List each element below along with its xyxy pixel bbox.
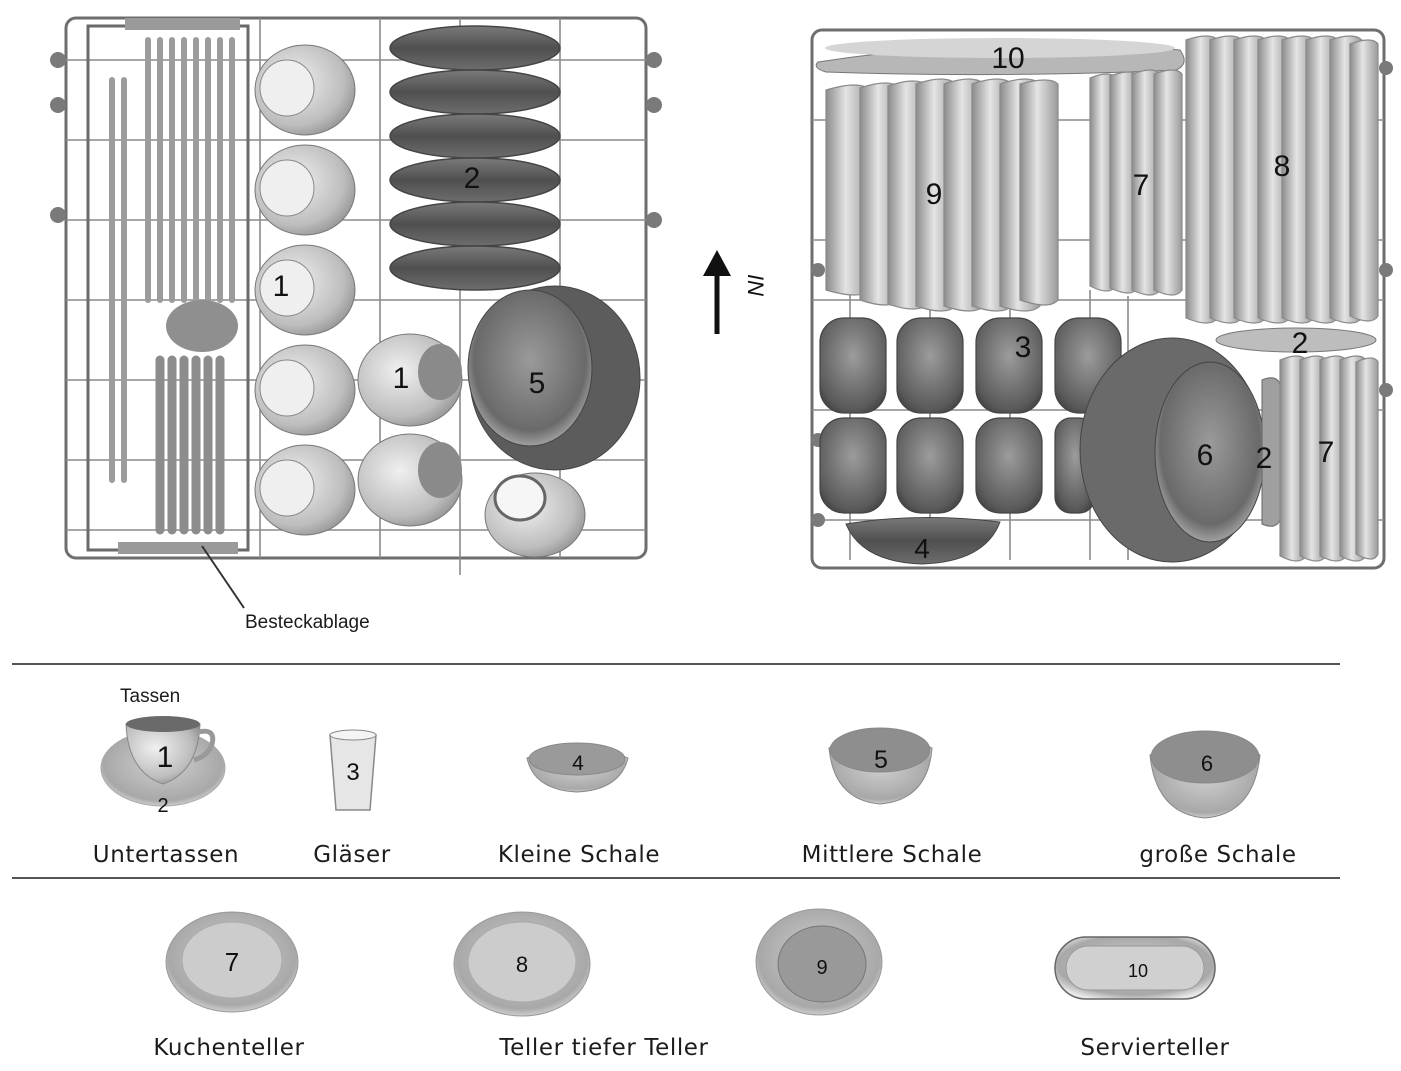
legend-number: 2	[157, 795, 168, 817]
divider-top	[12, 663, 1340, 665]
cup	[254, 344, 356, 436]
marker-small-bowl: 4	[914, 533, 930, 564]
cup	[357, 333, 463, 427]
legend-label-cups: Tassen	[120, 686, 181, 707]
legend-small-bowl	[526, 742, 629, 793]
legend-label-cake-plate: Kuchenteller	[153, 1035, 305, 1061]
legend-glass	[329, 729, 377, 811]
marker-cake-plate: 7	[1318, 436, 1335, 469]
legend-medium-bowl	[828, 727, 933, 805]
legend-label-glasses: Gläser	[313, 842, 391, 868]
marker-large-bowl: 6	[1197, 439, 1214, 472]
lower-rack-right: 10 9 7 8 3 2 6 2 7 4	[810, 28, 1393, 570]
marker-deep-plate: 9	[926, 178, 943, 211]
divider-middle	[12, 877, 1340, 879]
saucer	[1215, 327, 1377, 353]
legend-number: 9	[816, 957, 827, 979]
deep-plates	[825, 78, 1059, 312]
large-bowl	[1079, 337, 1266, 563]
legend-label-medium-bowl: Mittlere Schale	[801, 842, 983, 868]
cup	[357, 433, 463, 527]
medium-bowl	[467, 285, 641, 471]
marker-saucer: 2	[1256, 442, 1273, 475]
cups-column	[254, 44, 586, 558]
marker-medium-bowl: 5	[529, 367, 546, 400]
callout-line	[201, 545, 245, 609]
cup	[254, 444, 356, 536]
rack-frame	[810, 28, 1386, 570]
cake-plates-lower	[1279, 355, 1379, 562]
glasses-grid	[819, 317, 1122, 514]
serving-platter	[815, 38, 1185, 76]
marker-cake-plate: 7	[1133, 169, 1150, 202]
legend-label-saucers: Untertassen	[92, 842, 240, 868]
marker-cup: 1	[273, 270, 290, 303]
legend-number: 5	[874, 746, 888, 774]
legend-row-2: 7 8 9 10	[165, 908, 1216, 1017]
rack-clips	[811, 61, 1393, 527]
marker-plate: 8	[1274, 150, 1291, 183]
legend-label-plates: Teller tiefer Teller	[499, 1035, 709, 1061]
legend-number: 3	[346, 759, 359, 786]
legend-row-1: 1 2 3 4 5 6	[100, 716, 1261, 819]
legend-label-large-bowl: große Schale	[1139, 842, 1297, 868]
legend-number: 8	[516, 952, 528, 977]
legend-number: 4	[572, 752, 584, 775]
cutlery-tray	[86, 18, 250, 554]
legend-label-small-bowl: Kleine Schale	[497, 842, 661, 868]
direction-label: IN	[743, 274, 768, 296]
legend-number: 10	[1128, 961, 1148, 981]
cup	[254, 144, 356, 236]
marker-cup: 1	[393, 362, 410, 395]
marker-saucer: 2	[1292, 327, 1309, 360]
rack-frame	[64, 16, 648, 560]
legend-number: 6	[1201, 751, 1213, 776]
legend-number: 1	[157, 741, 174, 774]
marker-glass: 3	[1015, 331, 1032, 364]
cutlery-tray-label: Besteckablage	[245, 612, 370, 633]
marker-serving-platter: 10	[991, 42, 1024, 75]
dinner-plates	[1185, 35, 1379, 324]
rack-clips	[50, 52, 662, 228]
cake-plates-upper	[1089, 69, 1183, 296]
direction-arrow	[703, 250, 731, 334]
upper-rack-left: 1 1 2 5	[50, 16, 662, 609]
legend-cup-saucer	[100, 716, 226, 807]
legend-label-serving-platter: Servierteller	[1080, 1035, 1230, 1061]
cup	[254, 44, 356, 136]
cup	[484, 472, 586, 558]
cup	[254, 244, 356, 336]
saucers-stack	[389, 25, 561, 291]
marker-saucer: 2	[464, 162, 481, 195]
legend-large-bowl	[1149, 730, 1261, 819]
small-bowl	[845, 516, 1001, 565]
legend-number: 7	[225, 947, 239, 977]
